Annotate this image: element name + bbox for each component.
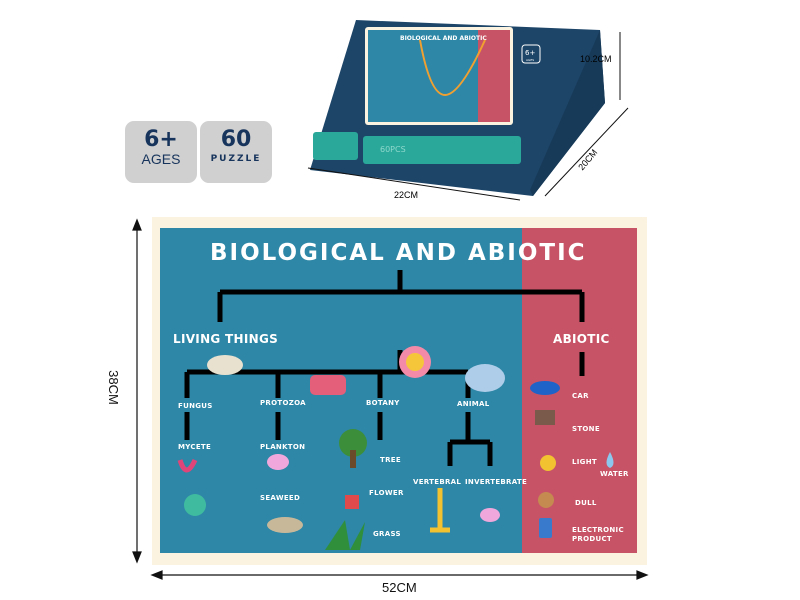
pieces-label: PUZZLE — [210, 154, 262, 164]
box-width-label: 22CM — [394, 190, 418, 200]
living-things-label: LIVING THINGS — [173, 332, 279, 346]
label-vertebral: VERTEBRAL — [413, 478, 462, 486]
pieces-value: 60 — [220, 127, 252, 152]
label-fungus: FUNGUS — [178, 402, 213, 410]
label-plankton: PLANKTON — [260, 443, 306, 451]
box-age-badge-sub: AGES — [526, 58, 534, 62]
product-box: BIOLOGICAL AND ABIOTIC 6+ AGES 60PCS 22C… — [307, 20, 629, 201]
puzzle-title: BIOLOGICAL AND ABIOTIC — [210, 240, 587, 266]
abiotic-label: ABIOTIC — [553, 332, 610, 346]
label-light: LIGHT — [572, 458, 597, 466]
label-animal: ANIMAL — [457, 400, 490, 408]
label-invertebrate: INVERTEBRATE — [465, 478, 528, 486]
label-electronic: ELECTRONIC — [572, 526, 624, 534]
label-tree: TREE — [380, 456, 401, 464]
puzzle-width-label: 52CM — [382, 580, 417, 595]
box-age-badge: 6+ — [525, 49, 535, 57]
label-stone: STONE — [572, 425, 600, 433]
label-car: CAR — [572, 392, 589, 400]
puzzle-height-label: 38CM — [105, 370, 121, 405]
box-pieces-text: 60PCS — [380, 145, 406, 154]
age-badge: 6+ AGES — [125, 121, 197, 183]
label-dull: DULL — [575, 499, 597, 507]
age-value: 6+ — [144, 127, 178, 152]
label-protozoa: PROTOZOA — [260, 399, 306, 407]
label-water: WATER — [600, 470, 629, 478]
box-title: BIOLOGICAL AND ABIOTIC — [400, 35, 487, 42]
label-product: PRODUCT — [572, 535, 612, 543]
age-label: AGES — [141, 151, 181, 167]
box-height-label: 10.2CM — [580, 54, 612, 64]
label-grass: GRASS — [373, 530, 401, 538]
label-mycete: MYCETE — [178, 443, 212, 451]
pieces-badge: 60 PUZZLE — [200, 121, 272, 183]
label-seaweed: SEAWEED — [260, 494, 301, 502]
label-botany: BOTANY — [366, 399, 400, 407]
label-flower: FLOWER — [369, 489, 404, 497]
